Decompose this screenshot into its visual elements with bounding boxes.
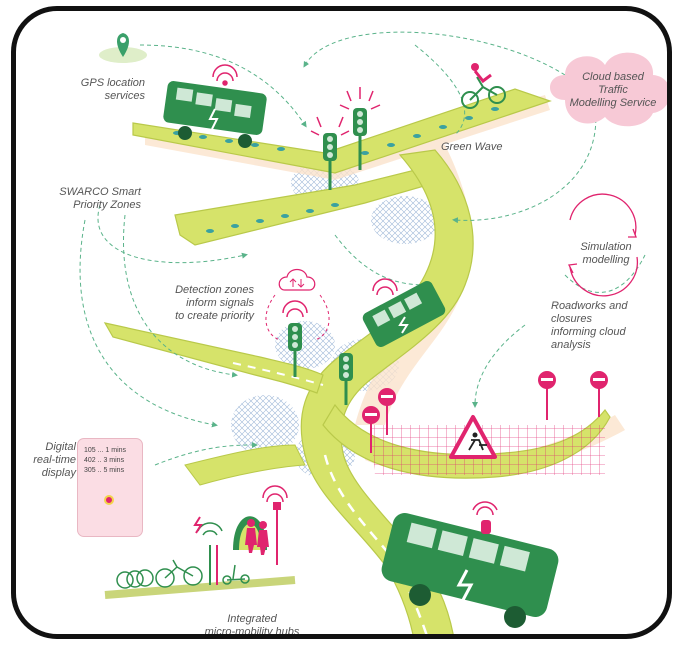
green-wave-dots [173,107,499,233]
label-detection: Detection zones inform signals to create… [175,284,254,322]
label-smart-zones: SWARCO Smart Priority Zones [59,186,141,211]
cyclist-icon [461,63,506,109]
bus-icon [163,81,267,148]
label-hubs: Integrated micro-mobility hubs with bus … [204,613,300,638]
label-simulation: Simulation modelling [580,241,632,266]
label-green-wave: Green Wave [441,141,503,153]
bus-shelter-icon [233,502,281,565]
display-row: 305 .. 5 mins [84,467,125,474]
detection-cloud-icon [278,268,316,291]
diagram-canvas [79,31,667,634]
simulation-icon [568,193,639,297]
roadworks-sign-icon [449,415,497,459]
label-roadworks: Roadworks and closures informing cloud a… [551,300,628,351]
wifi-signal-icon [212,64,498,516]
label-digital: Digital real-time display [33,441,76,479]
diagram-frame: GPS location services Cloud based Traffi… [11,6,672,639]
display-row: 402 .. 3 mins [84,457,125,464]
detection-arrows [265,294,330,341]
bicycle-icon [104,516,296,599]
pedestrian-icon [245,519,269,555]
traffic-light-icon [288,87,381,405]
cloud-icon [550,52,667,127]
gps-pin-icon [99,33,147,63]
display-row: 105 ... 1 mins [84,447,127,454]
label-cloud: Cloud based Traffic Modelling Service [569,71,657,109]
bus-icon-bottom [381,513,559,628]
no-entry-sign-icon [362,371,608,453]
digital-display-card: 105 ... 1 mins 402 .. 3 mins 305 .. 5 mi… [77,438,143,537]
label-gps: GPS location services [80,77,145,102]
bus-icon-middle [362,281,446,347]
display-button-icon [104,495,114,505]
connector-lines [79,31,646,466]
